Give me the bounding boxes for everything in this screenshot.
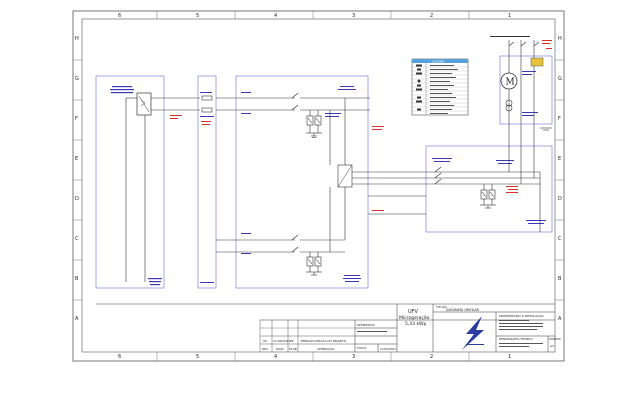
title-block: 00 11/05/2021 EF EMISSÃO INICIAL DO PROJ… bbox=[96, 303, 561, 352]
project-name-line1: UFV bbox=[408, 309, 419, 315]
title-value: DIAGRAMA UNIFILAR bbox=[446, 308, 480, 312]
row-label: D bbox=[75, 196, 79, 202]
motor-icon bbox=[500, 72, 518, 90]
inverter-enclosure bbox=[235, 75, 369, 289]
dc-disconnect-switch-lower bbox=[291, 234, 299, 253]
drawing-frame-outer bbox=[72, 10, 565, 362]
utility-feeder bbox=[508, 40, 541, 232]
row-label: E bbox=[75, 156, 78, 162]
row-label: G bbox=[558, 76, 562, 82]
format-value: A3 bbox=[550, 344, 554, 348]
row-label: D bbox=[558, 196, 562, 202]
row-labels-left: H G F E D C B A bbox=[75, 36, 79, 322]
col-label-bottom: 5 bbox=[196, 354, 199, 360]
revision-number: 00 bbox=[263, 339, 267, 343]
col-label-bottom: 2 bbox=[430, 354, 433, 360]
revision-header-author: ELAB bbox=[289, 347, 297, 351]
pv-annotation-text bbox=[110, 86, 162, 286]
drawing-frame-inner bbox=[81, 18, 556, 353]
revision-header-description: ALTERAÇÃO bbox=[317, 346, 335, 351]
row-label: F bbox=[75, 116, 78, 122]
col-label-top: 3 bbox=[352, 13, 355, 19]
row-label: C bbox=[75, 236, 79, 242]
legend-table: LEGENDA bbox=[411, 58, 469, 116]
owner-label: PROPRIETÁRIO E INSTALAÇÃO bbox=[499, 313, 544, 318]
pv-array-enclosure bbox=[95, 75, 165, 289]
surge-protector-upper bbox=[306, 110, 322, 138]
col-label-bottom: 4 bbox=[274, 354, 277, 360]
revision-date: 11/05/2021 bbox=[273, 339, 290, 343]
col-label-top: 6 bbox=[118, 13, 121, 19]
row-label: H bbox=[75, 36, 79, 42]
motor-symbol: M bbox=[506, 78, 515, 88]
col-label-top: 5 bbox=[196, 13, 199, 19]
ac-output-conductors bbox=[352, 171, 540, 215]
ac-breaker bbox=[434, 166, 442, 185]
row-label: C bbox=[558, 236, 562, 242]
meter-enclosure bbox=[499, 55, 553, 125]
project-name-line3: 5,43 kWp bbox=[405, 321, 427, 327]
transformer-icon bbox=[505, 99, 513, 112]
revision-header-rev: REV bbox=[262, 347, 269, 351]
meter-tag bbox=[530, 57, 544, 67]
red-note-ac bbox=[372, 126, 384, 211]
title-label: TITULO bbox=[435, 305, 447, 309]
distribution-board bbox=[425, 145, 553, 233]
row-label: E bbox=[558, 156, 561, 162]
revision-header-date: DATA bbox=[276, 347, 285, 351]
legend-title: LEGENDA bbox=[432, 59, 445, 63]
project-name-line2: Microgeração bbox=[399, 315, 430, 321]
main-breaker bbox=[508, 41, 540, 47]
revision-author: EF bbox=[290, 339, 294, 343]
col-label-bottom: 1 bbox=[508, 354, 511, 360]
column-ticks bbox=[156, 11, 470, 361]
col-label-top: 2 bbox=[430, 13, 433, 19]
designer-label: DESENHISTA bbox=[357, 323, 375, 327]
date-value: 11/05/2021 bbox=[380, 347, 396, 351]
row-label: B bbox=[75, 276, 79, 282]
row-ticks bbox=[73, 59, 564, 301]
dc-disconnect-switch-upper bbox=[291, 92, 299, 111]
sheet-label: FOLHA bbox=[357, 346, 366, 350]
responsible-label: RESPONSÁVEL TÉCNICO bbox=[499, 336, 533, 341]
row-label: F bbox=[558, 116, 561, 122]
format-label: FORMATO bbox=[549, 338, 561, 341]
row-labels-right: H G F E D C B A bbox=[558, 36, 562, 322]
col-label-bottom: 6 bbox=[118, 354, 121, 360]
dc-fuse-icon bbox=[201, 95, 213, 113]
revision-description: EMISSÃO INICIAL DO PROJETO bbox=[301, 338, 347, 343]
col-label-bottom: 3 bbox=[352, 354, 355, 360]
column-labels-top: 6 5 4 3 2 1 bbox=[118, 13, 511, 19]
surge-protector-ac bbox=[480, 184, 496, 209]
col-label-top: 1 bbox=[508, 13, 511, 19]
column-labels-bottom: 6 5 4 3 2 1 bbox=[118, 354, 511, 360]
row-label: H bbox=[558, 36, 562, 42]
row-label: A bbox=[75, 316, 79, 322]
row-label: G bbox=[75, 76, 79, 82]
dc-string-box bbox=[197, 75, 217, 289]
ground-symbol bbox=[540, 127, 552, 131]
company-logo-icon bbox=[462, 316, 484, 350]
row-label: A bbox=[558, 316, 562, 322]
col-label-top: 4 bbox=[274, 13, 277, 19]
surge-protector-lower bbox=[306, 252, 322, 276]
red-notes-left bbox=[170, 115, 182, 119]
row-label: B bbox=[558, 276, 562, 282]
